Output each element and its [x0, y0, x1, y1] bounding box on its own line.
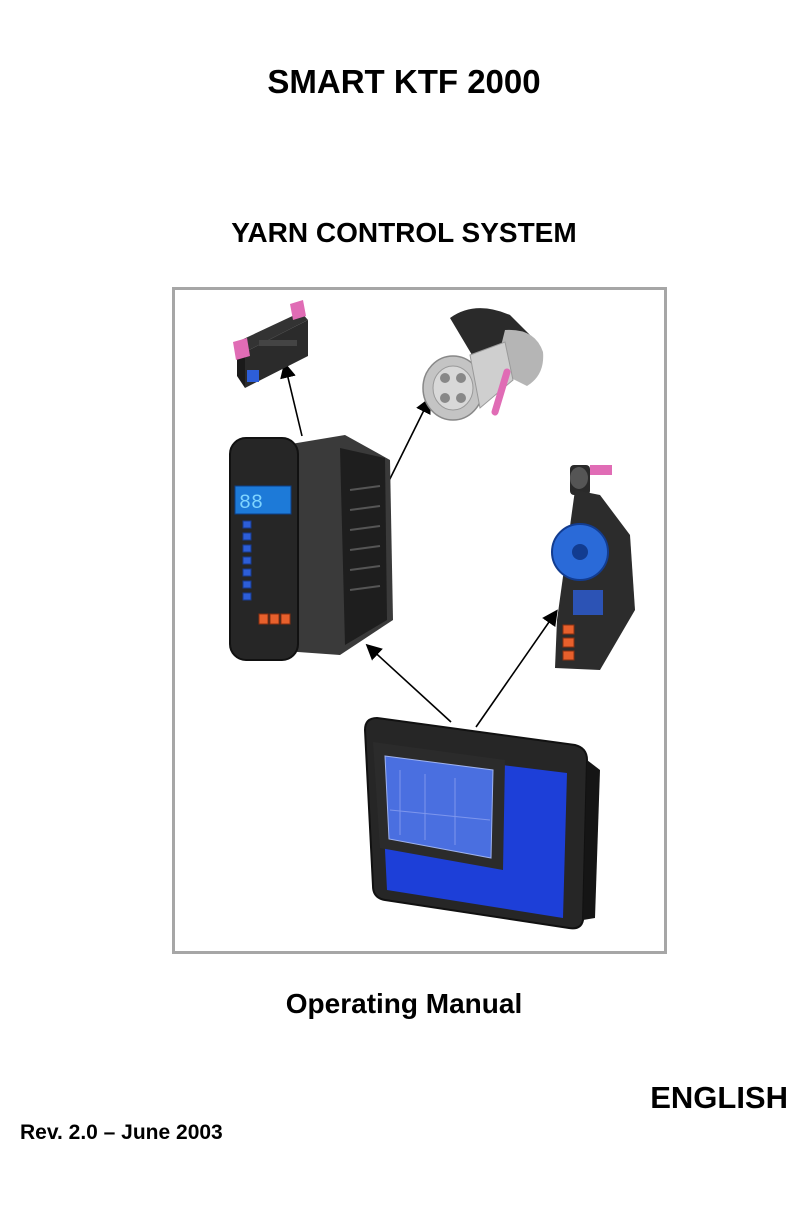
revision-label: Rev. 2.0 – June 2003 [20, 1121, 223, 1144]
yarn-sensor-feeder-icon [551, 465, 635, 670]
product-figure: 88 [172, 287, 667, 954]
product-figure-svg: 88 [229, 300, 635, 930]
connector-plug-icon [422, 308, 544, 421]
arrow-to-control-unit [365, 643, 452, 723]
arrow-to-sensor [475, 609, 558, 728]
control-unit-icon: 88 [229, 435, 393, 661]
svg-text:88: 88 [239, 492, 263, 515]
language-label: ENGLISH [650, 1080, 788, 1115]
arrow-to-bracket [280, 361, 303, 437]
product-title: SMART KTF 2000 [267, 63, 541, 100]
display-terminal-icon [363, 716, 600, 930]
sensor-bracket-icon [233, 300, 308, 388]
manual-label: Operating Manual [285, 988, 523, 1019]
document-subtitle: YARN CONTROL SYSTEM [231, 217, 577, 248]
